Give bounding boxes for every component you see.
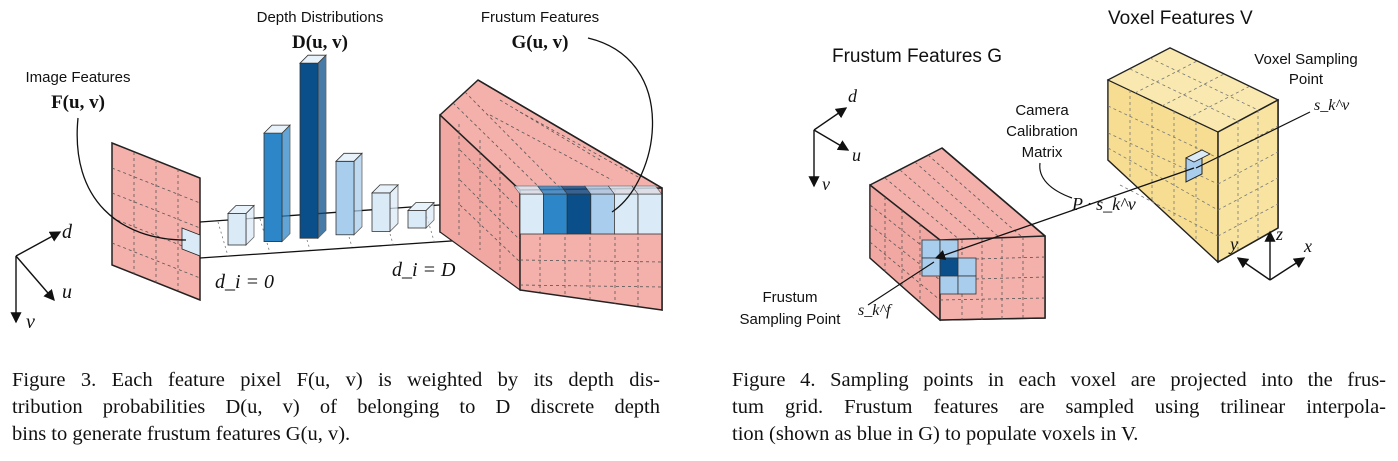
figure-3-diagram: Depth Distributions D(u, v) Frustum Feat… (10, 9, 663, 333)
figure-4-diagram: Frustum Features G Voxel Features V (740, 8, 1358, 328)
frustum-feature-cell (590, 193, 615, 235)
matrix-label: Matrix (1022, 144, 1063, 161)
frustum-features-title: Frustum Features (481, 9, 599, 26)
image-features-title: Image Features (25, 69, 130, 86)
frustum-features-title: Frustum Features G (832, 46, 1002, 67)
calibration-label: Calibration (1006, 123, 1078, 140)
depth-bar (263, 124, 291, 243)
frustum-sample-cell (957, 257, 977, 277)
depth-label-zero: d_i = 0 (215, 271, 274, 293)
figure-3-caption: Figure 3. Each feature pixel F(u, v) is … (12, 367, 660, 448)
frustum-sample-cell (939, 257, 959, 277)
image-axes: d u v (10, 221, 73, 333)
frustum-sample-cell (957, 275, 977, 295)
figure-4: Frustum Features G Voxel Features V (710, 0, 1398, 461)
axis-u-label: u (852, 145, 861, 165)
axis-v-label: v (26, 311, 35, 333)
axis-d-label: d (62, 221, 73, 243)
voxel-sampling-point-label: Voxel Sampling (1254, 51, 1357, 68)
depth-bar (407, 201, 435, 229)
frustum-axes: d u v (808, 86, 861, 194)
frustum-grid (869, 147, 1046, 322)
frustum-feature-cell (566, 193, 592, 235)
depth-distributions-title: Depth Distributions (257, 9, 384, 26)
caption-line: tum grid. Frustum features are sampled u… (732, 396, 1386, 418)
depth-label-max: d_i = D (392, 259, 456, 281)
depth-distributions-symbol: D(u, v) (292, 32, 348, 53)
depth-bar (335, 152, 363, 236)
frustum-sample-cell (921, 257, 941, 277)
axis-x-label: x (1303, 236, 1312, 256)
axis-d-label: d (848, 86, 858, 106)
voxel-sample-pointer (1195, 111, 1311, 169)
camera-calibration-label: Camera (1015, 102, 1069, 119)
caption-line: tion (shown as blue in G) to populate vo… (732, 423, 1139, 445)
axis-y-label: y (1228, 234, 1238, 254)
frustum-sampling-point-label-2: Sampling Point (740, 311, 842, 328)
depth-bar (371, 183, 399, 233)
voxel-axes: z y x (1228, 224, 1312, 281)
projection-label: P · s_k^v (1071, 194, 1136, 214)
voxel-sample-symbol: s_k^v (1314, 97, 1350, 114)
axis-z-label: z (1275, 224, 1283, 244)
frustum-features-symbol: G(u, v) (512, 32, 569, 53)
voxel-sampling-point-label-2: Point (1289, 71, 1324, 88)
frustum-feature-cell (543, 193, 568, 235)
calibration-pointer (1039, 162, 1073, 199)
voxel-features-title: Voxel Features V (1108, 8, 1253, 29)
frustum-sample-cells (921, 239, 977, 295)
frustum-feature-cell (637, 193, 663, 235)
feature-pixel (181, 227, 201, 257)
image-features-symbol: F(u, v) (51, 92, 105, 113)
caption-line: tribution probabilities D(u, v) of belon… (12, 396, 660, 418)
depth-bar (227, 204, 255, 246)
projection-arrow (934, 167, 1195, 260)
caption-line: Figure 4. Sampling points in each voxel … (732, 369, 1386, 391)
frustum-volume (439, 79, 663, 312)
axis-v-label: v (822, 174, 830, 194)
voxel-grid (1106, 47, 1280, 264)
caption-line: bins to generate frustum features G(u, v… (12, 423, 351, 445)
figure-3: Depth Distributions D(u, v) Frustum Feat… (0, 0, 680, 461)
depth-bar (299, 54, 327, 240)
frustum-sample-pointer (867, 261, 935, 306)
frustum-features-pointer (587, 37, 654, 213)
frustum-sample-cell (921, 239, 941, 259)
image-features-pointer (76, 117, 187, 241)
axis-u-label: u (62, 281, 72, 303)
frustum-feature-row (513, 185, 663, 235)
caption-line: Figure 3. Each feature pixel F(u, v) is … (12, 369, 660, 391)
figure-4-caption: Figure 4. Sampling points in each voxel … (732, 367, 1386, 448)
image-features-plane (111, 141, 201, 302)
frustum-sample-symbol: s_k^f (858, 302, 893, 319)
frustum-feature-cell (519, 193, 545, 235)
frustum-sample-cell (939, 275, 959, 295)
frustum-sampling-point-label: Frustum (762, 289, 817, 306)
depth-distribution-bars (227, 54, 435, 246)
